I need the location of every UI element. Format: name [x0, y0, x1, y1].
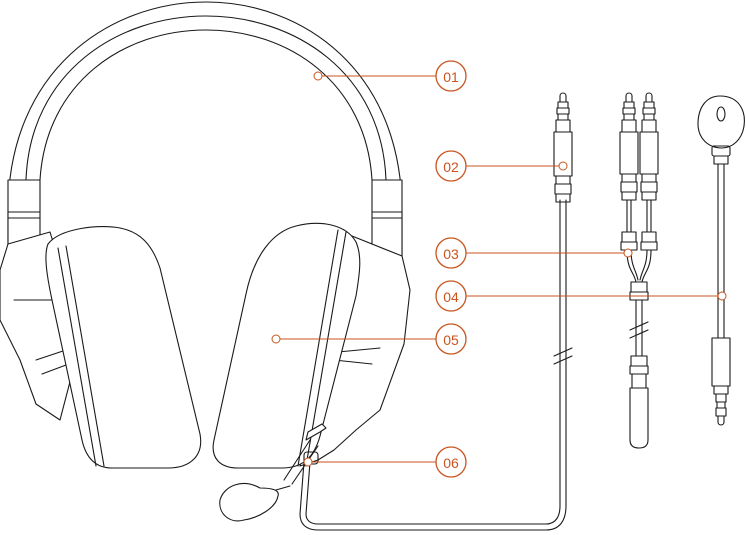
callout-01-label: 01: [443, 69, 459, 85]
left-ear-cushion: [46, 227, 201, 468]
callout-06-label: 06: [443, 455, 459, 471]
callout-05-label: 05: [443, 332, 459, 348]
boom-mic-detached: [698, 96, 744, 425]
splitter-plug-left: [620, 93, 638, 200]
splitter-cable: [620, 93, 658, 448]
callout-04: 04: [436, 281, 726, 311]
splitter-plug-right: [640, 93, 658, 200]
callout-03: 03: [436, 238, 632, 268]
callout-02: 02: [436, 151, 567, 181]
headset-jack: [554, 93, 572, 202]
headset-illustration: [0, 2, 572, 530]
callout-02-label: 02: [443, 159, 459, 175]
callout-03-label: 03: [443, 246, 459, 262]
callout-04-label: 04: [443, 289, 459, 305]
headband: [8, 2, 402, 262]
